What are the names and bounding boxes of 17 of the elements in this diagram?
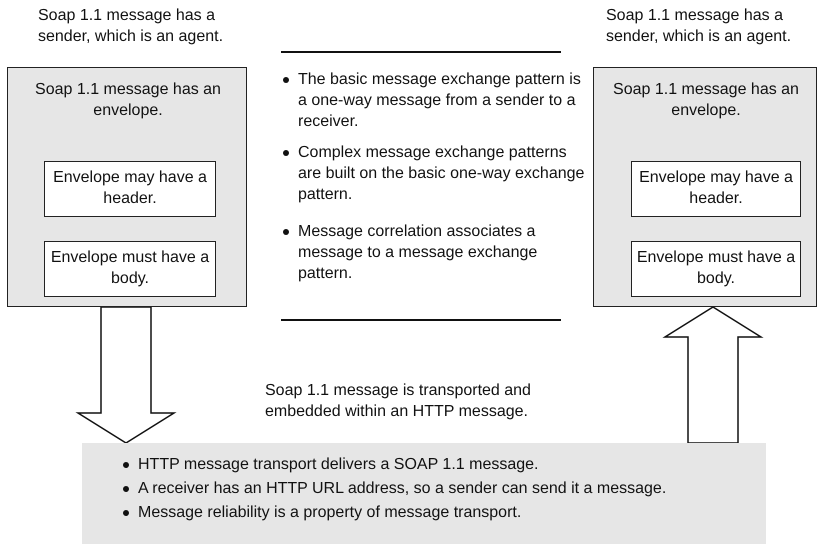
- block-arrow: [75, 306, 177, 444]
- envelope-part-box: Envelope may have a header.: [631, 161, 801, 217]
- node-text: Soap 1.1 message has an envelope.: [612, 80, 800, 121]
- envelope-part-box: Envelope must have a body.: [44, 241, 216, 297]
- node-heading: Soap 1.1 message has a sender, which is an agent.: [38, 6, 224, 47]
- block-arrow: [662, 306, 764, 444]
- bullet-text: Message reliability is a property of message transport.: [120, 503, 778, 524]
- node-heading: Soap 1.1 message has a sender, which is an agent.: [606, 6, 792, 47]
- envelope-part-box: Envelope must have a body.: [631, 241, 801, 297]
- bullet-text: Message correlation associates a message to a message exchange pattern.: [280, 222, 588, 284]
- bullet-text: HTTP message transport delivers a SOAP 1.1 message.: [120, 455, 778, 476]
- bullet-text: Complex message exchange patterns are built on the basic one-way exchange pattern.: [280, 143, 588, 206]
- bullet-text: The basic message exchange pattern is a one-way message from a sender to a receiver.: [280, 70, 588, 132]
- envelope-part-box: Envelope may have a header.: [44, 161, 216, 217]
- node-text: Soap 1.1 message has an envelope.: [34, 80, 222, 121]
- bullet-text: A receiver has an HTTP URL address, so a sender can send it a message.: [120, 479, 778, 500]
- node-heading: Soap 1.1 message is transported and embedded within an HTTP message.: [265, 381, 532, 422]
